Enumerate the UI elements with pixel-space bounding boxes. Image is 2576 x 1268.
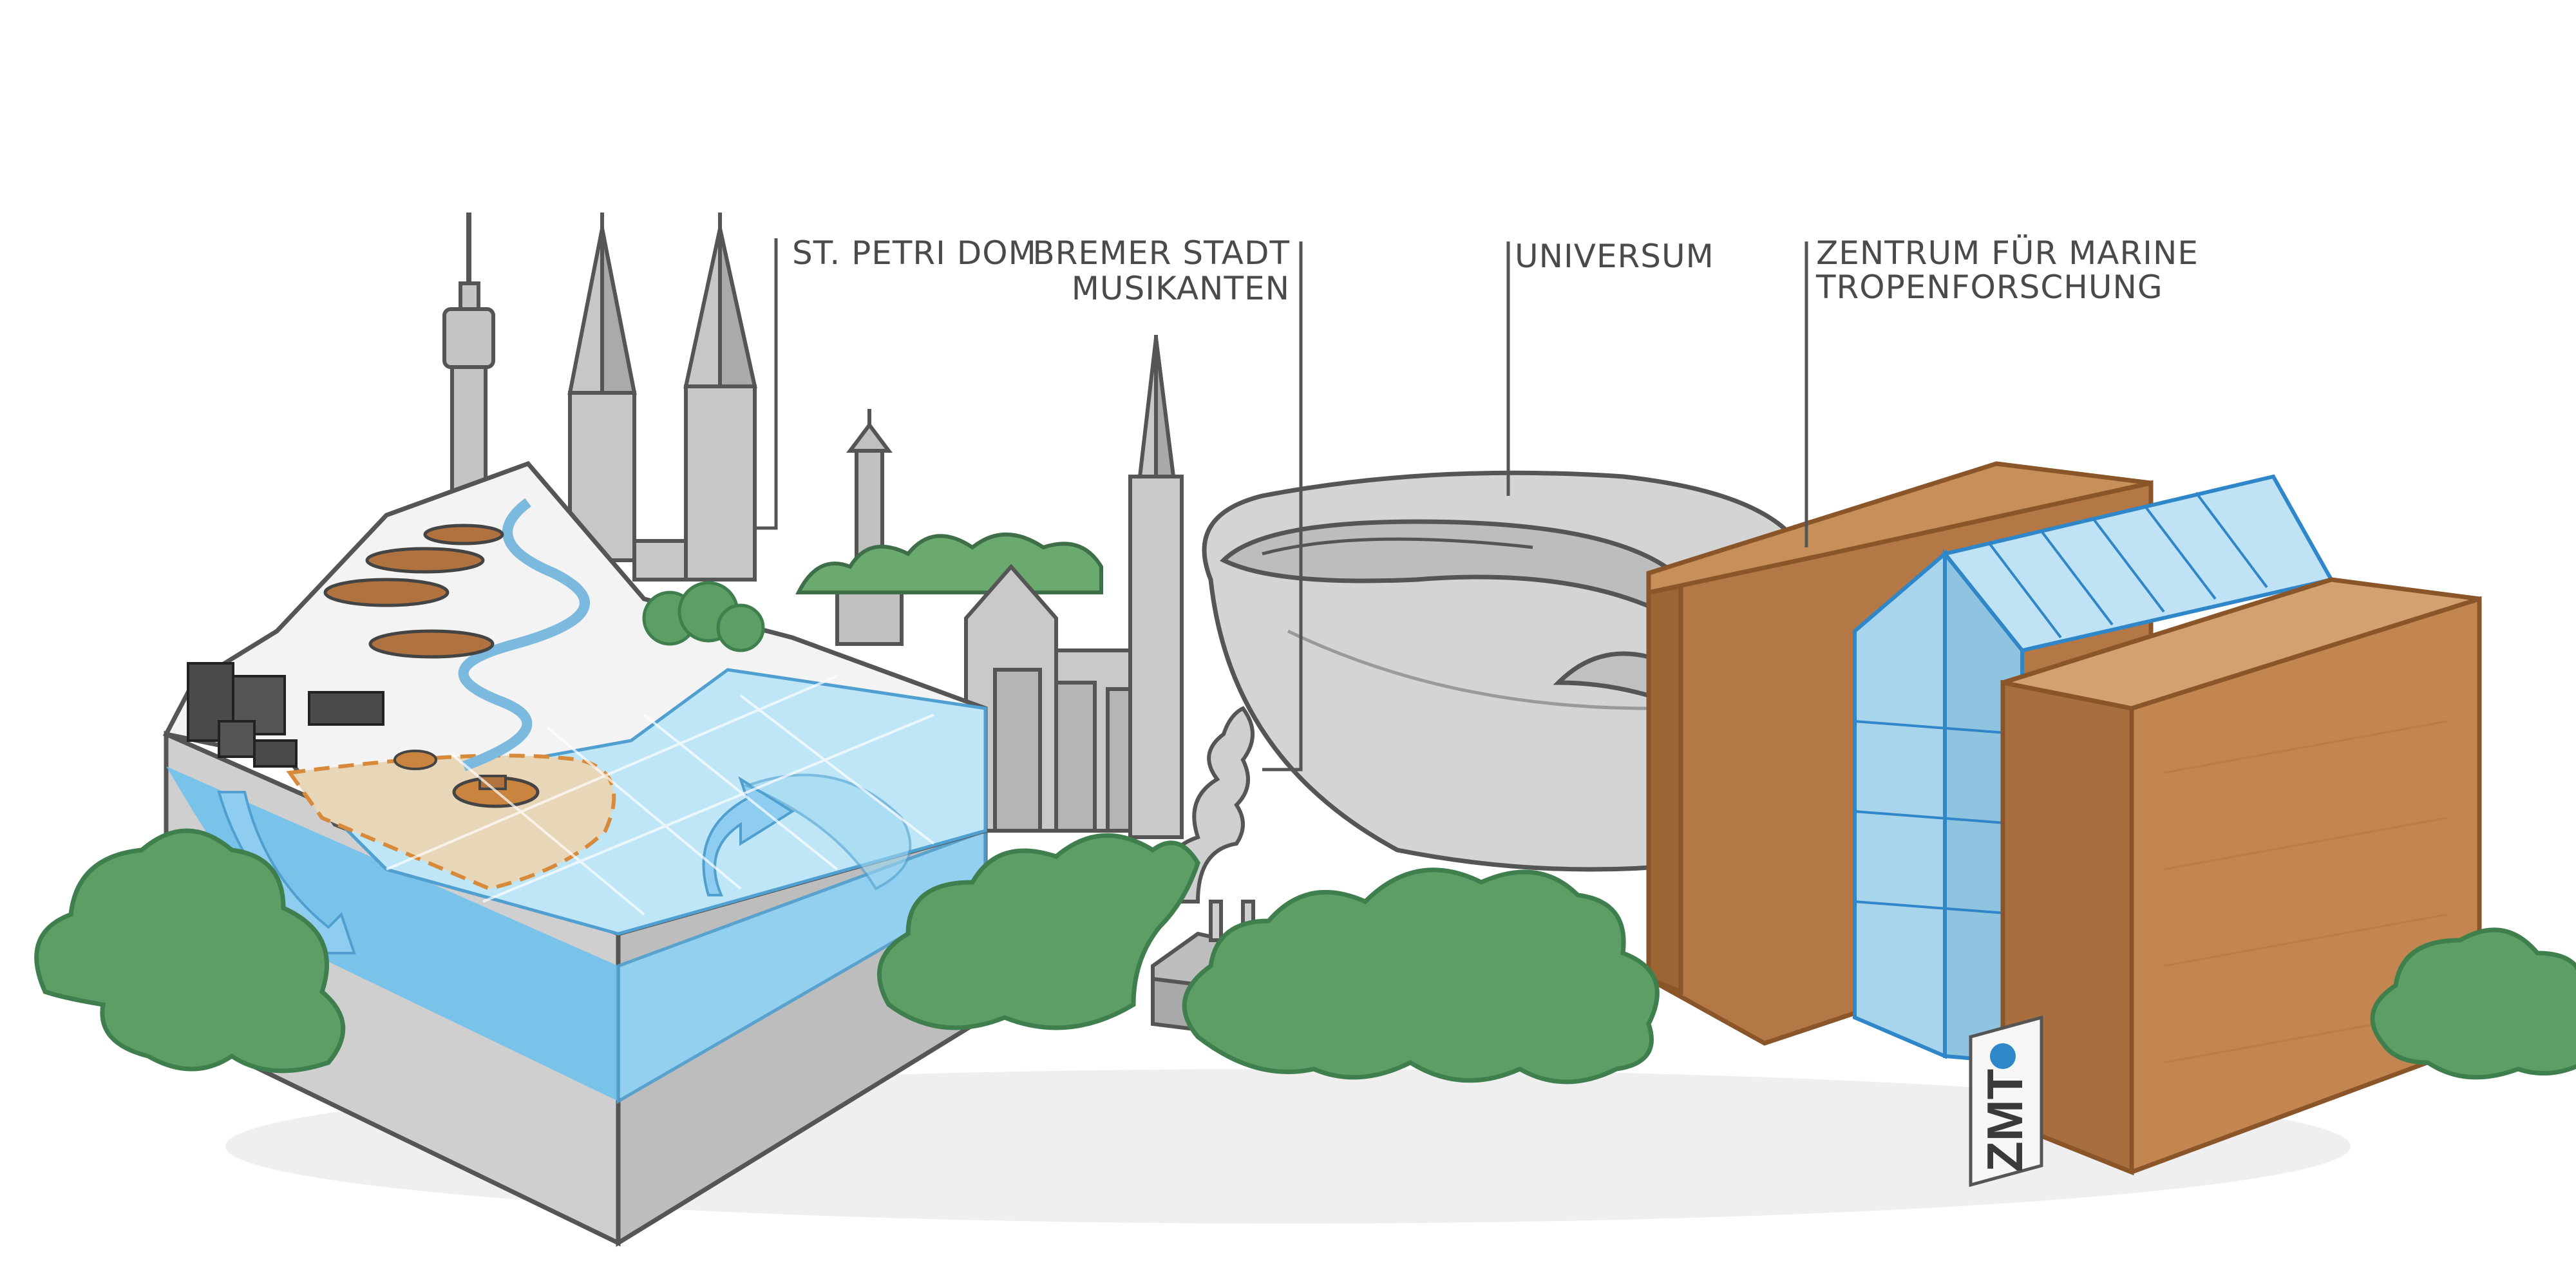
label-bremer-stadt: BREMER STADT xyxy=(1032,234,1290,272)
left-turret xyxy=(835,409,904,646)
zmt-building xyxy=(1646,461,2482,1176)
leader-st-petri-dom xyxy=(755,238,778,530)
label-st-petri-dom: ST. PETRI DOM xyxy=(792,234,1037,272)
leader-lines xyxy=(755,238,1808,771)
foliage-center-right xyxy=(1182,867,1660,1084)
label-universum: UNIVERSUM xyxy=(1515,238,1714,275)
zmt-sign: ZMT xyxy=(1969,1015,2043,1188)
st-petri-dom-building xyxy=(567,213,757,582)
label-musikanten: MUSIKANTEN xyxy=(1072,270,1290,307)
universum-building xyxy=(1202,470,1786,872)
green-treeline-back xyxy=(795,533,1103,594)
label-zmt-line2: TROPENFORSCHUNG xyxy=(1815,269,2163,306)
coastal-block xyxy=(162,460,988,1247)
foliage-left xyxy=(34,828,346,1074)
foliage-right xyxy=(2370,927,2576,1080)
leader-bremer-stadtmusikanten xyxy=(1262,241,1303,771)
foliage-center xyxy=(877,833,1200,1030)
zmt-logo-text: ZMT xyxy=(1976,1069,2033,1172)
rathaus-building xyxy=(964,335,1184,839)
label-zmt-line1: ZENTRUM FÜR MARINE xyxy=(1816,234,2199,272)
